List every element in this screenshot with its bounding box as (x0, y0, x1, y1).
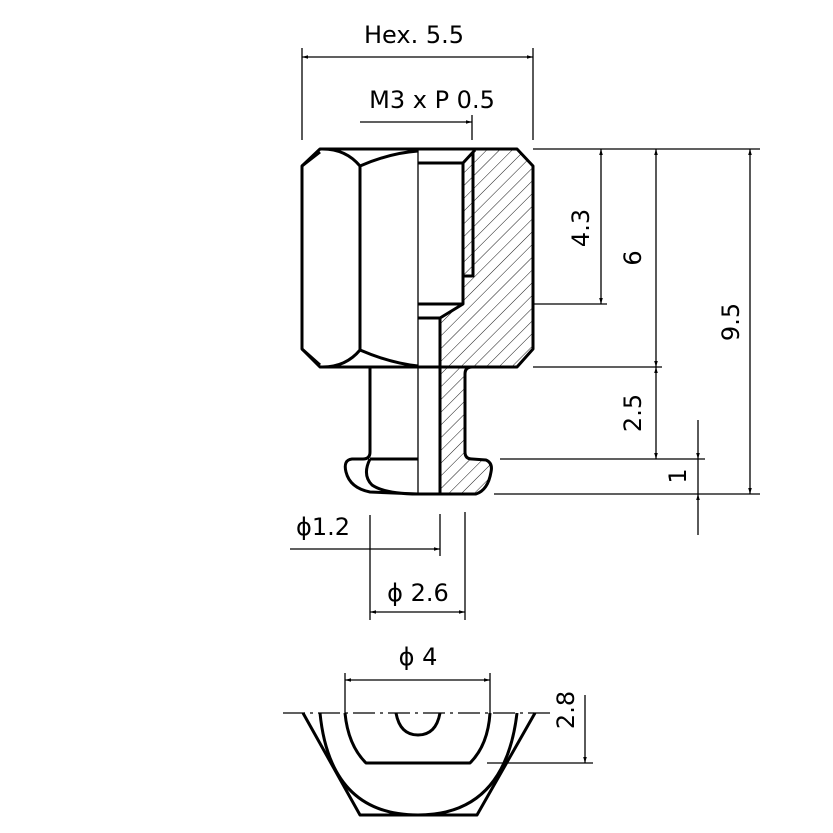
dim-4-3-label: 4.3 (567, 209, 595, 247)
dimension-lines (290, 48, 760, 620)
hex-size-label: Hex. 5.5 (364, 21, 464, 49)
dia-1-2-label: ϕ1.2 (296, 513, 350, 541)
dim-9-5-label: 9.5 (717, 303, 745, 341)
dim-2-8-label: 2.8 (552, 691, 580, 729)
dim-2-5-label: 2.5 (619, 394, 647, 432)
thread-bore (418, 148, 477, 494)
flange-profile (343, 712, 492, 765)
section-hatch (440, 149, 533, 494)
dim-6-label: 6 (619, 250, 647, 265)
dia-4-label: ϕ 4 (399, 643, 438, 671)
dia-2-6-label: ϕ 2.6 (387, 579, 449, 607)
bottom-view (283, 673, 593, 817)
side-view (300, 147, 535, 496)
thread-label: M3 x P 0.5 (369, 86, 495, 114)
hex-face-lines (301, 147, 419, 369)
outer-arc (318, 712, 519, 817)
bore-profile (394, 712, 442, 737)
neck-flange (343, 365, 493, 496)
dim-1-label: 1 (664, 468, 692, 483)
